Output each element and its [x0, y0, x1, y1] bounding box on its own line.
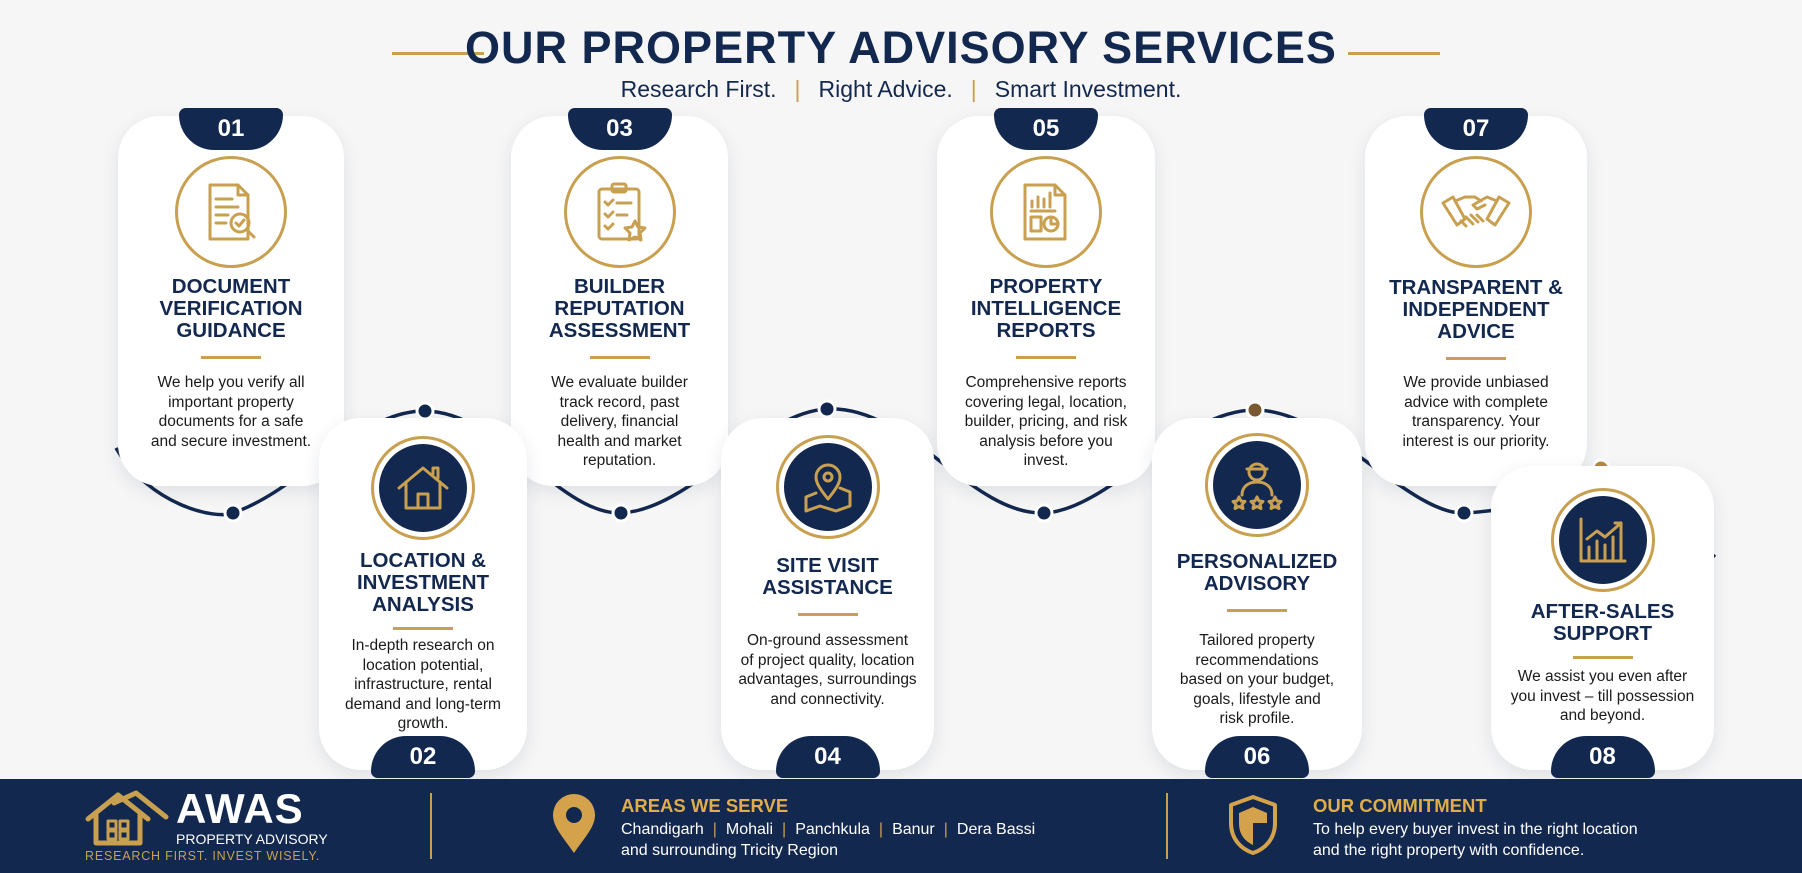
house-logo-icon [85, 790, 169, 846]
title-rule [201, 356, 261, 359]
brand-name: AWAS [176, 785, 304, 832]
service-title: PERSONALIZED ADVISORY [1176, 550, 1338, 595]
growth-chart-icon [1550, 488, 1655, 592]
service-title: AFTER-SALES SUPPORT [1530, 600, 1675, 645]
service-title: PROPERTY INTELLIGENCE REPORTS [970, 275, 1122, 342]
service-number: 05 [994, 108, 1098, 150]
area-dera-bassi: Dera Bassi [956, 821, 1036, 838]
title-rule [1446, 357, 1506, 360]
service-title: DOCUMENT VERIFICATION GUIDANCE [159, 275, 303, 342]
footer-divider [430, 793, 432, 859]
service-number: 07 [1424, 108, 1528, 150]
shield-icon [1229, 795, 1277, 855]
footer-bar: AWAS PROPERTY ADVISORY RESEARCH FIRST. I… [0, 779, 1802, 873]
wave-dot [223, 503, 243, 523]
service-number: 01 [179, 108, 283, 150]
handshake-icon [1420, 156, 1532, 268]
service-card-07: 07 TRANSPARENT & INDEPENDENT ADVICE We p… [1365, 108, 1587, 486]
areas-heading: AREAS WE SERVE [621, 795, 789, 816]
service-title: LOCATION & INVESTMENT ANALYSIS [356, 549, 490, 616]
brand-tagline: RESEARCH FIRST. INVEST WISELY. [85, 849, 321, 863]
areas-list: Chandigarh|Mohali|Panchkula|Banur|Dera B… [621, 821, 1036, 859]
page-title: OUR PROPERTY ADVISORY SERVICES [465, 22, 1337, 73]
area-chandigarh: Chandigarh [621, 821, 704, 838]
wave-dot [1454, 503, 1474, 523]
tagline-advice: Right Advice. [818, 76, 953, 102]
report-chart-icon [990, 156, 1102, 268]
clipboard-star-icon [563, 156, 676, 268]
service-card-01: 01 DOCUMENT VERIFICATION GUIDANCE We hel… [118, 108, 344, 486]
title-rule [1227, 609, 1287, 612]
tagline-separator: | [794, 76, 801, 102]
map-pin-icon [775, 435, 880, 539]
house-icon [371, 436, 475, 540]
service-title: TRANSPARENT & INDEPENDENT ADVICE [1389, 276, 1563, 343]
service-title: SITE VISIT ASSISTANCE [762, 554, 893, 599]
commitment-heading: OUR COMMITMENT [1313, 795, 1487, 816]
title-rule [797, 613, 858, 616]
service-description: In-depth research on location potential,… [345, 637, 501, 732]
wave-dot [1245, 400, 1265, 420]
service-number: 02 [371, 736, 475, 778]
service-description: Tailored property recommendations based … [1179, 632, 1335, 727]
service-number: 04 [775, 736, 880, 778]
wave-dot [1034, 503, 1054, 523]
area-banur: Banur [892, 821, 935, 838]
service-card-08: AFTER-SALES SUPPORT We assist you even a… [1491, 466, 1714, 778]
area-mohali: Mohali [725, 821, 774, 838]
location-pin-icon [553, 794, 595, 853]
service-description: We evaluate builder track record, past d… [551, 374, 688, 469]
footer-divider [1166, 793, 1168, 859]
service-number: 08 [1550, 736, 1655, 778]
tagline-separator: | [970, 76, 977, 102]
service-description: We assist you even after you invest – ti… [1510, 668, 1695, 724]
service-description: Comprehensive reports covering legal, lo… [964, 374, 1128, 469]
service-description: We help you verify all important propert… [150, 374, 312, 450]
title-rule [589, 356, 650, 359]
tagline-research: Research First. [620, 76, 777, 102]
wave-dot [817, 399, 837, 419]
tagline: Research First. | Right Advice. | Smart Inve… [0, 76, 1802, 103]
wave-dot [611, 503, 631, 523]
document-search-icon [175, 156, 287, 268]
service-description: We provide unbiased advice with complete… [1402, 374, 1550, 450]
wave-dot [415, 401, 435, 421]
service-number: 03 [567, 108, 672, 150]
service-card-05: 05 PROPERTY INTELLIGENCE REPORTS Compreh… [937, 108, 1155, 486]
title-rule [393, 627, 453, 630]
title-rule [1016, 356, 1076, 359]
brand-subtitle: PROPERTY ADVISORY [176, 831, 328, 847]
title-rule [1572, 656, 1633, 659]
service-card-02: LOCATION & INVESTMENT ANALYSIS In-depth … [319, 418, 527, 778]
title-rule-left [392, 52, 484, 55]
service-card-04: SITE VISIT ASSISTANCE On-ground assessme… [721, 418, 934, 778]
service-title: BUILDER REPUTATION ASSESSMENT [548, 275, 691, 342]
title-rule-right [1348, 52, 1440, 55]
areas-more: and surrounding Tricity Region [621, 842, 839, 859]
service-description: On-ground assessment of project quality,… [738, 632, 917, 708]
service-card-03: 03 BUILDER REPUTATION ASSESSMENT We eval… [511, 108, 728, 486]
service-number: 06 [1205, 736, 1309, 778]
advisor-stars-icon [1205, 433, 1309, 537]
tagline-investment: Smart Investment. [994, 76, 1182, 102]
service-card-06: PERSONALIZED ADVISORY Tailored property … [1152, 418, 1362, 778]
area-panchkula: Panchkula [795, 821, 870, 838]
commitment-text: To help every buyer invest in the right … [1313, 821, 1638, 859]
